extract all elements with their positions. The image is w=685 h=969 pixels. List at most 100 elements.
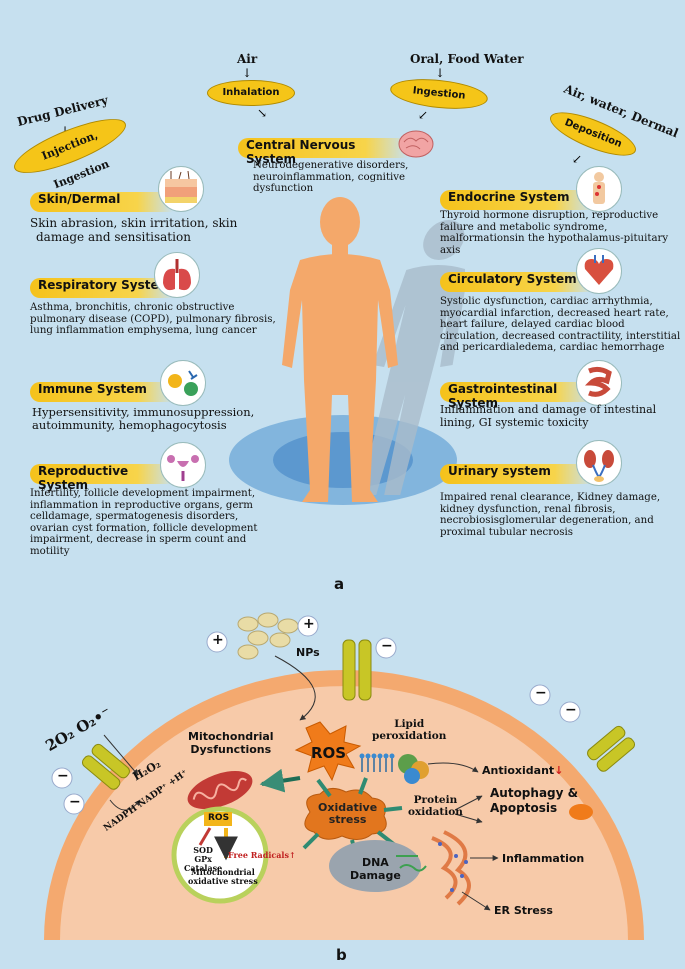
cns-label: Central Nervous System	[238, 138, 408, 166]
reproductive-desc-line: ovarian cyst formation, follicle develop…	[30, 522, 258, 534]
reproductive-desc: Infertility, follicle development impair…	[30, 488, 258, 557]
deposition-label: Deposition	[562, 117, 624, 151]
arrow-oral: ↓	[435, 66, 446, 80]
circulatory-desc-line: circulation, decreased contractility, in…	[440, 330, 681, 342]
inset-caption-line: Mitochondrial	[190, 867, 255, 877]
oxidative-line: Oxidative	[318, 801, 378, 814]
mito-dysfunction-line: Dysfunctions	[190, 743, 272, 756]
respiratory-desc: Asthma, bronchitis, chronic obstructive …	[30, 302, 276, 337]
lipid-line: peroxidation	[372, 730, 447, 742]
dna-line: DNA	[361, 856, 389, 869]
injection-label: Injection, Ingestion	[39, 128, 112, 192]
circulatory-desc: Systolic dysfunction, cardiac arrhythmia…	[440, 296, 680, 354]
endocrine-desc-line: malformationsin the hypothalamus-pituita…	[440, 233, 669, 244]
reproductive-desc-line: celldamage, spermatogenesis disorders,	[30, 511, 239, 522]
ros-label: ROS	[311, 744, 347, 762]
minus-sign: −	[69, 794, 81, 810]
free-radicals-text: Free Radicals	[228, 850, 289, 860]
protein-label: Protein oxidation	[408, 794, 463, 818]
respiratory-desc-line: pulmonary disease (COPD), pulmonary fibr…	[30, 313, 276, 325]
cell-diagram	[44, 612, 644, 940]
free-radicals-label: Free Radicals↑	[228, 850, 296, 860]
cns-desc: Neurodegenerative disorders, neuroinflam…	[253, 160, 408, 195]
plus-sign: +	[212, 632, 224, 648]
er-stress-label: ER Stress	[494, 904, 553, 917]
arrow-air: ↓	[242, 66, 253, 80]
skin-desc: Skin abrasion, skin irritation, skin dam…	[30, 216, 237, 244]
urinary-desc-line: kidney dysfunction, renal fibrosis,	[440, 503, 616, 515]
urinary-desc-line: proximal tubular necrosis	[440, 526, 573, 538]
inset-antioxidant-line: GPx	[194, 854, 212, 864]
endocrine-desc: Thyroid hormone disruption, reproductive…	[440, 210, 668, 256]
autophagy-label: Autophagy & Apoptosis	[490, 786, 578, 816]
down-arrow-icon: ↓	[554, 764, 564, 777]
lungs-icon	[154, 252, 200, 298]
endocrine-desc-line: axis	[440, 244, 461, 256]
endocrine-label: Endocrine System	[440, 190, 593, 210]
urinary-desc-line: necrobiosisglomerular degeneration, and	[440, 515, 654, 526]
gi-desc-line: lining, GI systemic toxicity	[440, 415, 589, 429]
gi-desc: Inflammation and damage of intestinal li…	[440, 403, 656, 429]
immune-desc-line: Hypersensitivity, immunosuppression,	[32, 405, 255, 419]
reproductive-label: Reproductive System	[30, 464, 173, 492]
panel-a-letter: a	[334, 575, 345, 593]
endocrine-desc-line: failure and metabolic syndrome,	[440, 221, 608, 233]
autophagy-line: Apoptosis	[490, 801, 558, 815]
inset-ros-label: ROS	[208, 813, 230, 823]
shadow-figure	[360, 220, 465, 495]
inflammation-label: Inflammation	[502, 852, 585, 865]
protein-line: oxidation	[408, 806, 463, 818]
protein-line: Protein	[413, 794, 458, 806]
panel-b-letter: b	[336, 946, 347, 964]
lipid-label: Lipid peroxidation	[372, 718, 446, 742]
reproductive-desc-line: inflammation in reproductive organs, ger…	[30, 499, 253, 511]
uterus-icon	[160, 442, 206, 488]
arrow-deposition: ↙	[572, 152, 583, 166]
minus-sign: −	[57, 768, 69, 784]
skin-label: Skin/Dermal	[30, 192, 173, 212]
circulatory-desc-line: heart failure, delayed cardiac blood	[440, 319, 625, 330]
nps-label: NPs	[296, 646, 320, 659]
oral-label: Oral, Food Water	[410, 52, 524, 66]
inhalation-ellipse: Inhalation	[207, 80, 295, 106]
inset-caption-line: oxidative stress	[188, 876, 258, 886]
circulatory-desc-line: and pericardialedema, cardiac hemorrhage	[440, 342, 665, 353]
gi-label: Gastrointestinal System	[440, 382, 593, 410]
panel-a: Drug Delivery ↓ Injection, Ingestion Air…	[8, 52, 680, 593]
immune-desc: Hypersensitivity, immunosuppression, aut…	[32, 406, 254, 432]
endocrine-desc-line: Thyroid hormone disruption, reproductive	[440, 210, 659, 221]
urinary-desc-line: Impaired renal clearance, Kidney damage,	[440, 492, 661, 503]
kidney-icon	[576, 440, 622, 486]
antioxidant-text: Antioxidant	[482, 764, 555, 777]
inset-antioxidants: SOD GPx Catalase	[184, 846, 222, 873]
circulatory-desc-line: Systolic dysfunction, cardiac arrhythmia…	[440, 296, 653, 307]
circulatory-desc-line: myocardial infarction, decreased heart r…	[440, 307, 669, 319]
human-figure	[282, 197, 398, 502]
reproductive-desc-line: impairment, decrease in sperm count and	[30, 534, 247, 545]
reproductive-desc-line: Infertility, follicle development impair…	[30, 488, 256, 499]
inset-caption: Mitochondrial oxidative stress	[188, 868, 258, 886]
cns-desc-line: dysfunction	[253, 183, 314, 194]
cns-desc-line: neuroinflammation, cognitive	[253, 171, 406, 183]
arrow-inhalation: ↘	[257, 106, 268, 120]
inset-antioxidant-line: SOD	[193, 845, 213, 855]
dna-damage-label: DNA Damage	[350, 856, 401, 882]
mito-dysfunction-line: Mitochondrial	[188, 730, 274, 743]
skin-desc-line: damage and sensitisation	[36, 230, 191, 244]
heart-icon	[576, 248, 622, 294]
circulatory-label: Circulatory System	[440, 272, 593, 292]
ingestion-ellipse: Ingestion	[388, 74, 490, 114]
minus-sign: −	[535, 685, 547, 701]
cns-desc-line: Neurodegenerative disorders,	[253, 160, 409, 171]
reproductive-desc-line: motility	[30, 545, 70, 557]
minus-sign: −	[381, 638, 393, 654]
lipid-line: Lipid	[394, 718, 425, 730]
arrow-ingestion: ↙	[418, 108, 429, 122]
panel-b: + + − − − − − NPs 2O₂ O₂•⁻ H₂O₂ NADPH NA…	[0, 600, 685, 969]
autophagy-line: Autophagy &	[490, 786, 579, 800]
urinary-desc: Impaired renal clearance, Kidney damage,…	[440, 492, 660, 538]
oxidative-stress-label: Oxidative stress	[318, 802, 377, 826]
plus-sign: +	[303, 616, 315, 632]
endocrine-icon	[576, 166, 622, 212]
inhalation-label: Inhalation	[222, 87, 280, 98]
